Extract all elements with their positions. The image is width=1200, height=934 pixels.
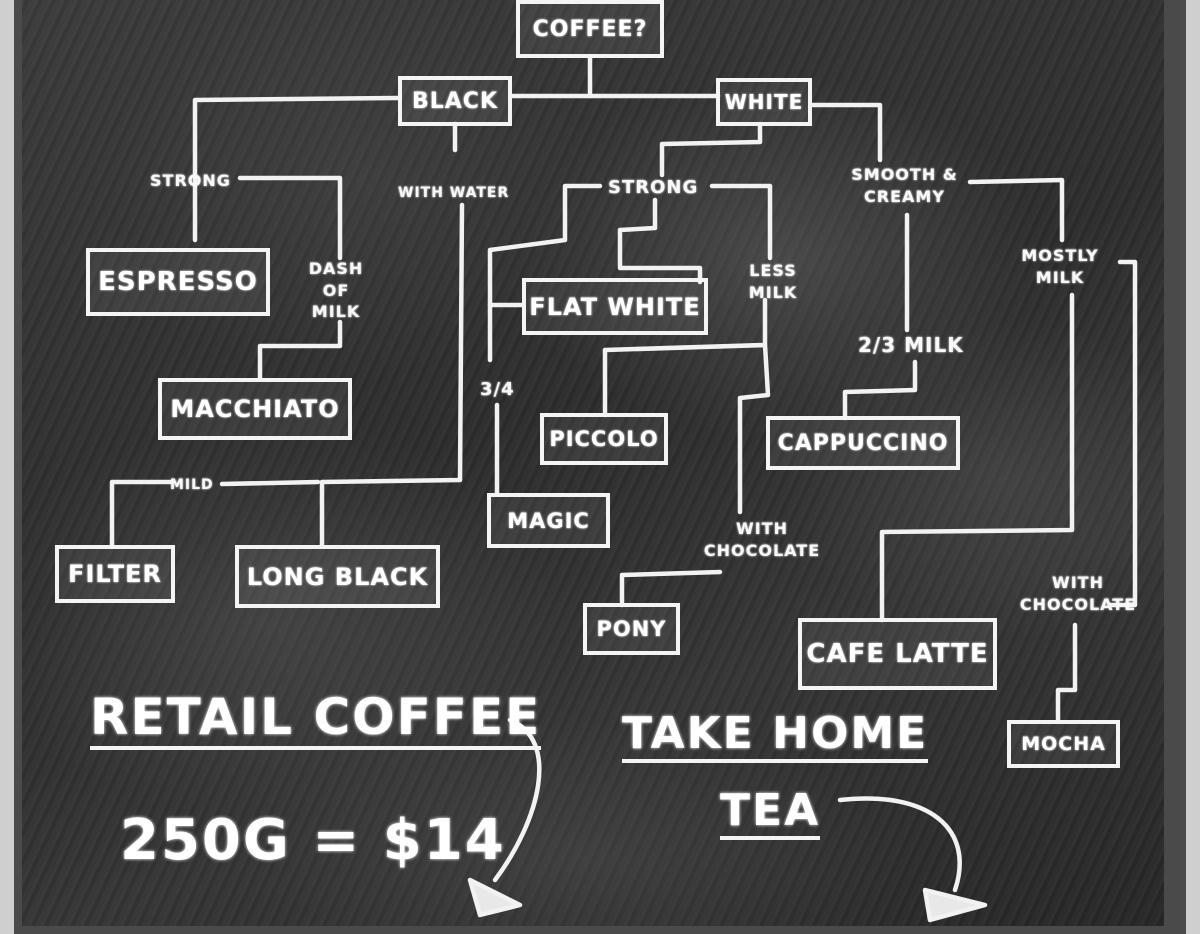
node-white: WHITE — [716, 78, 812, 126]
label-less-milk: LESS MILK — [748, 261, 798, 302]
node-cafe-latte: CAFE LATTE — [798, 618, 997, 690]
connector — [192, 95, 401, 243]
label-with-water: WITH WATER — [398, 185, 510, 201]
connector — [602, 297, 768, 418]
node-black: BLACK — [398, 76, 512, 126]
label-smooth-creamy: SMOOTH & CREAMY — [851, 165, 958, 206]
node-macchiato: MACCHIATO — [158, 378, 352, 440]
connector — [737, 342, 771, 515]
node-pony: PONY — [583, 603, 680, 655]
connector — [1107, 259, 1138, 608]
connector — [709, 183, 773, 261]
node-coffee: COFFEE? — [516, 0, 664, 58]
connector — [617, 197, 703, 285]
label-mild: MILD — [170, 477, 214, 493]
node-magic: MAGIC — [487, 493, 610, 548]
node-long-black: LONG BLACK — [235, 545, 440, 608]
node-mocha: MOCHA — [1007, 720, 1120, 768]
node-cappuccino: CAPPUCCINO — [766, 416, 960, 470]
connector — [237, 175, 343, 261]
arrow-head — [467, 877, 523, 918]
retail-coffee-heading: RETAIL COFFEE — [90, 688, 542, 750]
node-piccolo: PICCOLO — [540, 413, 668, 465]
connector — [109, 479, 173, 548]
arrow-curve — [492, 717, 542, 883]
label-three-quarter: 3/4 — [480, 379, 515, 400]
take-home-line1: TAKE HOME — [622, 708, 929, 763]
connector — [319, 202, 465, 548]
node-flat-white: FLAT WHITE — [522, 278, 708, 335]
node-espresso: ESPRESSO — [86, 248, 270, 316]
label-with-chocolate-2: WITH CHOCOLATE — [1019, 573, 1137, 614]
connector — [967, 177, 1065, 243]
label-strong-black: STRONG — [150, 171, 231, 190]
connector — [659, 121, 763, 178]
connector — [219, 479, 321, 487]
take-home-line2: TEA — [720, 785, 821, 840]
node-filter: FILTER — [55, 545, 175, 603]
retail-coffee-price: 250G = $14 — [120, 808, 506, 873]
connector — [487, 183, 603, 363]
arrow-head — [922, 887, 988, 923]
connector — [842, 359, 918, 421]
connector — [879, 292, 1075, 623]
retail-coffee-heading-text: RETAIL COFFEE — [90, 688, 542, 750]
label-two-thirds-milk: 2/3 MILK — [858, 333, 964, 357]
arrow-curve — [837, 796, 962, 893]
connector — [809, 102, 883, 163]
label-dash-of-milk: DASH OF MILK — [308, 259, 364, 322]
connector — [257, 319, 343, 381]
label-mostly-milk: MOSTLY MILK — [1021, 246, 1099, 287]
label-with-chocolate-1: WITH CHOCOLATE — [703, 519, 821, 560]
label-strong-white: STRONG — [608, 177, 699, 198]
connector — [1055, 622, 1078, 723]
take-home-tea: TEA — [720, 785, 821, 840]
connector — [619, 569, 723, 608]
take-home-heading: TAKE HOME — [622, 708, 929, 763]
